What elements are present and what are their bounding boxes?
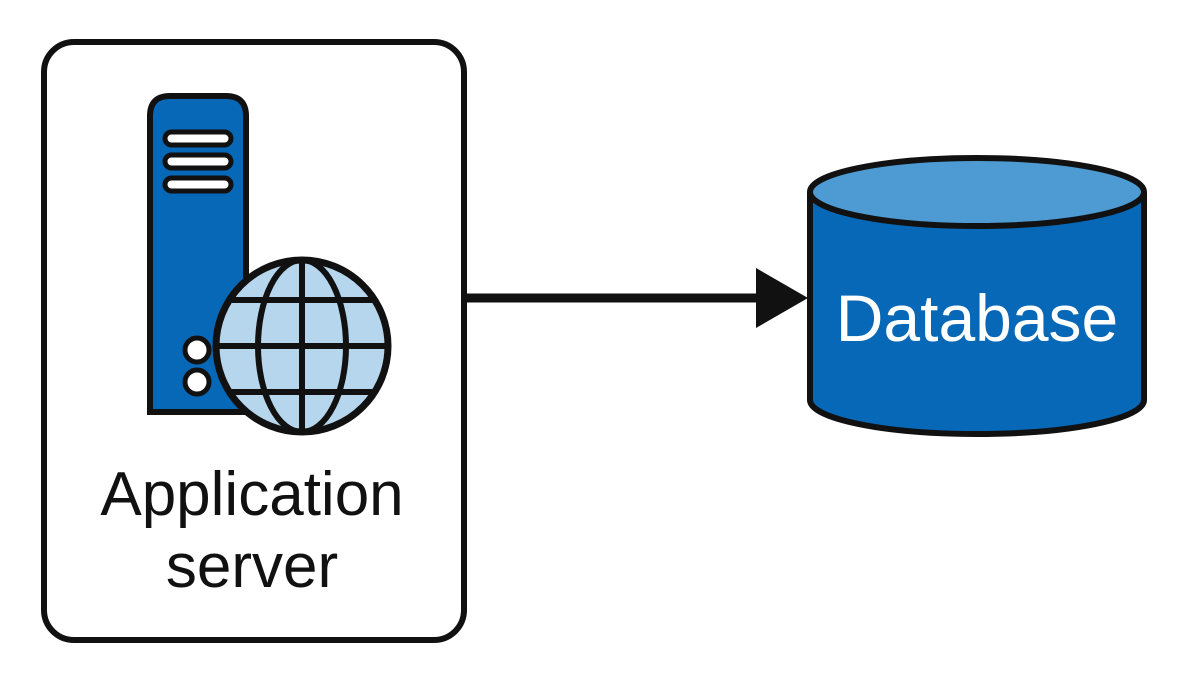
database-label: Database — [835, 281, 1119, 355]
app-server-label-line2: server — [165, 532, 339, 601]
app-server-label-line1: Application — [100, 460, 404, 529]
globe-icon — [212, 256, 392, 436]
arrow-right-icon — [464, 268, 808, 328]
database-cylinder-icon — [807, 155, 1147, 437]
